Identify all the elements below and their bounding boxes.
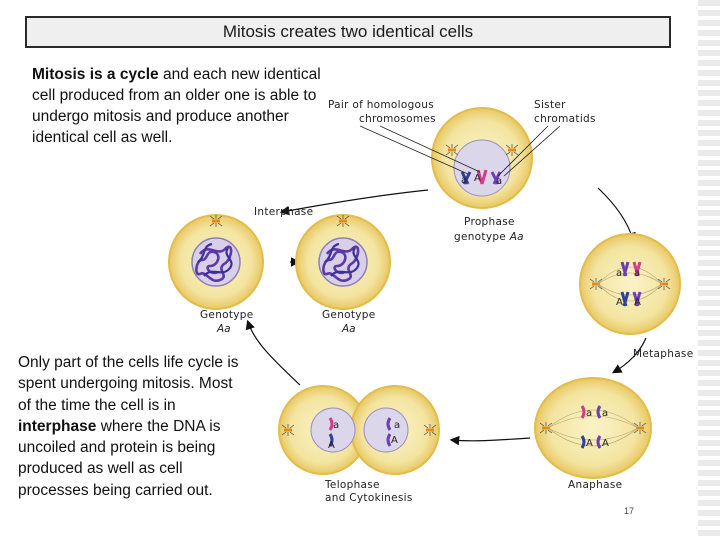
cycle-arrow: [449, 435, 531, 446]
decorative-edge: [698, 0, 720, 540]
intro-bold: Mitosis is a cycle: [32, 66, 159, 83]
label-telophase-2: and Cytokinesis: [325, 492, 413, 504]
label-anaphase: Anaphase: [568, 479, 622, 491]
body-paragraph: Only part of the cells life cycle is spe…: [18, 352, 246, 501]
label-prophase: Prophase: [464, 216, 515, 228]
label-metaphase: Metaphase: [633, 348, 693, 360]
telophase-cell: a A a A: [278, 385, 440, 475]
gene-label: A: [328, 440, 335, 451]
prophase-cell: a A a: [431, 107, 533, 209]
page-title: Mitosis creates two identical cells: [222, 22, 474, 41]
gene-label: A: [602, 438, 609, 449]
gene-label: A: [616, 297, 623, 308]
gene-label: A: [391, 435, 398, 446]
body-part1: Only part of the cells life cycle is spe…: [18, 354, 239, 414]
interphase-cell-left: [168, 214, 264, 310]
label-genotype-mid: Genotype: [322, 309, 376, 321]
label-telophase-1: Telophase: [324, 479, 380, 491]
gene-label: A: [586, 438, 593, 449]
cycle-arrow: [611, 337, 647, 374]
label-interphase: Interphase: [254, 206, 313, 218]
label-genotype-left-value: Aa: [216, 323, 231, 335]
title-box: Mitosis creates two identical cells: [25, 16, 671, 48]
intro-rest: and each new identical cell produced fro…: [32, 66, 321, 146]
gene-label: a: [496, 176, 502, 187]
gene-label: a: [333, 420, 339, 431]
label-prophase-genotype: genotype Aa: [454, 231, 524, 243]
anaphase-cell: a a A A: [534, 377, 652, 479]
cycle-arrow: [597, 187, 636, 243]
label-pair-homologous-2: chromosomes: [359, 113, 436, 125]
gene-label: A: [634, 297, 641, 308]
label-genotype-left: Genotype: [200, 309, 254, 321]
gene-label: a: [586, 408, 592, 419]
gene-label: a: [634, 268, 640, 279]
label-pair-homologous-1: Pair of homologous: [328, 99, 434, 111]
cycle-arrow: [245, 319, 301, 386]
metaphase-cell: a a A A: [579, 233, 681, 335]
label-genotype-mid-value: Aa: [341, 323, 356, 335]
gene-label: A: [474, 173, 481, 184]
body-bold: interphase: [18, 417, 97, 435]
label-sister-1: Sister: [534, 99, 566, 111]
gene-label: a: [616, 268, 622, 279]
intro-paragraph: Mitosis is a cycle and each new identica…: [32, 64, 322, 148]
gene-label: a: [602, 408, 608, 419]
gene-label: a: [461, 175, 467, 186]
page-number: 17: [624, 506, 635, 516]
interphase-cell-right: [295, 214, 391, 310]
body-part2: where the DNA is uncoiled and protein is…: [18, 417, 221, 499]
label-sister-2: chromatids: [534, 113, 596, 125]
gene-label: a: [394, 420, 400, 431]
cycle-arrow: [279, 189, 429, 216]
